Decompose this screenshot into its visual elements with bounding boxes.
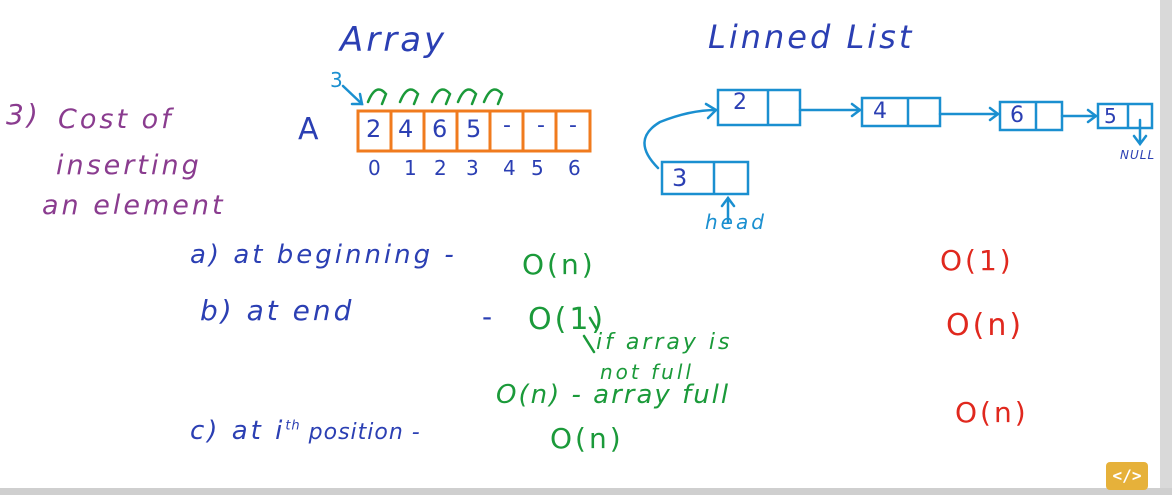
array-index: 1 [404, 156, 420, 180]
list-node [716, 88, 802, 127]
list-node-value: 6 [1010, 103, 1027, 128]
case-c-array-cost: O(n) [550, 422, 624, 455]
head-label: head [705, 210, 767, 234]
whiteboard [0, 0, 1160, 488]
list-node [998, 100, 1064, 132]
new-node-value: 3 [672, 164, 691, 192]
list-node [1096, 102, 1154, 130]
array-cell: 2 [366, 115, 385, 143]
array-index: 0 [368, 156, 384, 180]
case-b-alt-cost: O(n) - array full [496, 380, 731, 410]
right-scroll-edge [1160, 0, 1172, 495]
array-heading: Array [340, 20, 448, 60]
code-brackets-icon: </> [1106, 462, 1148, 490]
new-node [660, 160, 750, 196]
topic-number: 3) [6, 98, 41, 131]
list-node-value: 5 [1104, 104, 1120, 128]
case-b-note1: if array is [596, 330, 733, 355]
case-c-label: c) at ith position - [190, 416, 421, 446]
case-b-label: b) at end [200, 294, 355, 327]
case-c-label-rest: position - [300, 420, 421, 445]
case-b-list-cost: O(n) [946, 308, 1025, 343]
list-arrows [643, 102, 1148, 224]
array-cell: - [569, 113, 580, 138]
insert-value: 3 [330, 68, 346, 92]
shift-arrows [366, 88, 504, 106]
array-index: 4 [503, 156, 519, 180]
list-node-value: 4 [873, 99, 890, 124]
case-b-note2: not full [600, 360, 694, 384]
array-index: 3 [466, 156, 482, 180]
case-c-label-sup: th [285, 418, 301, 434]
case-c-label-main: c) at i [190, 416, 286, 446]
list-node-value: 2 [733, 90, 750, 115]
list-node [860, 96, 942, 128]
insert-arrow [341, 84, 364, 106]
case-a-label: a) at beginning - [190, 240, 457, 270]
array-name: A [298, 112, 322, 147]
bottom-edge [0, 488, 1172, 495]
annotation-marks [582, 316, 598, 354]
array-box [356, 109, 592, 153]
array-cell: 4 [398, 115, 417, 143]
topic-line3: an element [42, 190, 226, 221]
linked-list-heading: Linned List [708, 18, 915, 56]
topic-line2: inserting [56, 150, 202, 181]
null-label: NULL [1120, 148, 1156, 162]
case-c-list-cost: O(n) [955, 396, 1029, 429]
case-b-dash: - [482, 300, 496, 333]
array-cell: - [503, 113, 514, 138]
case-a-array-cost: O(n) [522, 248, 596, 281]
array-cell: 5 [466, 115, 485, 143]
topic-line1: Cost of [58, 104, 174, 135]
array-cell: - [537, 113, 548, 138]
array-cell: 6 [432, 115, 451, 143]
array-index: 2 [434, 156, 450, 180]
array-index: 6 [568, 156, 584, 180]
case-a-list-cost: O(1) [940, 244, 1014, 277]
array-index: 5 [531, 156, 547, 180]
diagram-drawings [341, 84, 1154, 354]
list-nodes [660, 88, 1154, 196]
